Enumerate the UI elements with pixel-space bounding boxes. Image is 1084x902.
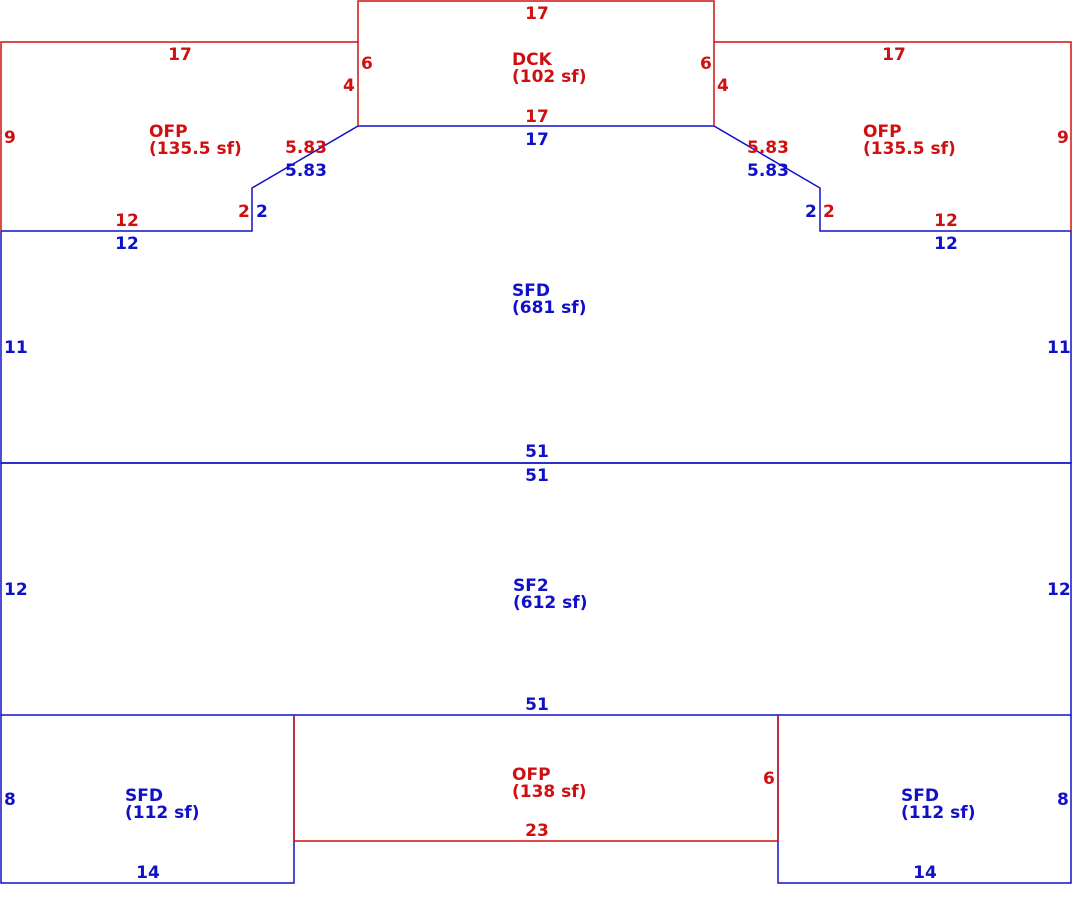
dim-dck-right-inner: 6 <box>700 54 712 74</box>
dim-ofp-left-top: 17 <box>168 45 192 65</box>
dim-dck-left-outer: 4 <box>343 76 355 96</box>
dim-ofp-right-step: 2 <box>823 202 835 222</box>
sfd-right-wing-area-label: (112 sf) <box>901 803 975 823</box>
ofp-left-outline <box>0 41 358 231</box>
dim-sfd-left-diag: 5.83 <box>285 161 327 181</box>
sf2-code-label: SF2 <box>513 576 549 596</box>
ofp-bottom-area-label: (138 sf) <box>512 782 586 802</box>
sfd-main-area-label: (681 sf) <box>512 298 586 318</box>
dim-dck-top: 17 <box>525 4 549 24</box>
dim-ofp-bottom-bottom: 23 <box>525 821 549 841</box>
dim-sf2-top: 51 <box>525 466 549 486</box>
ofp-right-area <box>714 41 1072 231</box>
dim-sfd-left-side: 11 <box>4 338 28 358</box>
dim-dck-bottom: 17 <box>525 107 549 127</box>
ofp-bottom-area <box>293 715 779 842</box>
dim-sfd-left-top: 12 <box>115 234 139 254</box>
dim-ofp-right-side: 9 <box>1057 128 1069 148</box>
dim-sfd-right-diag: 5.83 <box>747 161 789 181</box>
dim-ofp-right-bottom: 12 <box>934 211 958 231</box>
sf2-area-label: (612 sf) <box>513 593 587 613</box>
ofp-left-area <box>0 41 358 231</box>
ofp-right-outline <box>714 41 1072 231</box>
dim-ofp-left-diag: 5.83 <box>285 138 327 158</box>
dck-code-label: DCK <box>512 50 553 70</box>
dim-wing-right-bottom: 14 <box>913 863 937 883</box>
sfd-left-wing-area-label: (112 sf) <box>125 803 199 823</box>
dck-area-label: (102 sf) <box>512 67 586 87</box>
sfd-left-wing-code-label: SFD <box>125 786 163 806</box>
dim-ofp-left-step: 2 <box>238 202 250 222</box>
dim-sf2-left-side: 12 <box>4 580 28 600</box>
ofp-left-area-label: (135.5 sf) <box>149 139 242 159</box>
dim-sfd-top-center: 17 <box>525 130 549 150</box>
dim-sfd-left-step: 2 <box>256 202 268 222</box>
dim-wing-left-side: 8 <box>4 790 16 810</box>
dim-sf2-bottom: 51 <box>525 695 549 715</box>
ofp-right-code-label: OFP <box>863 122 902 142</box>
dim-ofp-left-bottom: 12 <box>115 211 139 231</box>
dim-sfd-right-side: 11 <box>1047 338 1071 358</box>
dck-area <box>357 0 715 126</box>
dim-ofp-left-side: 9 <box>4 128 16 148</box>
ofp-bottom-outline <box>293 715 779 842</box>
dim-sfd-right-step: 2 <box>805 202 817 222</box>
dim-sfd-bottom: 51 <box>525 442 549 462</box>
dim-sf2-right-side: 12 <box>1047 580 1071 600</box>
dim-dck-right-outer: 4 <box>717 76 729 96</box>
sfd-main-code-label: SFD <box>512 281 550 301</box>
sfd-right-wing-code-label: SFD <box>901 786 939 806</box>
ofp-left-code-label: OFP <box>149 122 188 142</box>
dim-wing-right-side: 8 <box>1057 790 1069 810</box>
dim-ofp-bottom-side: 6 <box>763 769 775 789</box>
dim-ofp-right-diag: 5.83 <box>747 138 789 158</box>
dck-outline <box>357 0 715 126</box>
ofp-bottom-code-label: OFP <box>512 765 551 785</box>
dim-sfd-right-top: 12 <box>934 234 958 254</box>
dim-ofp-right-top: 17 <box>882 45 906 65</box>
dim-wing-left-bottom: 14 <box>136 863 160 883</box>
ofp-right-area-label: (135.5 sf) <box>863 139 956 159</box>
dim-dck-left-inner: 6 <box>361 54 373 74</box>
